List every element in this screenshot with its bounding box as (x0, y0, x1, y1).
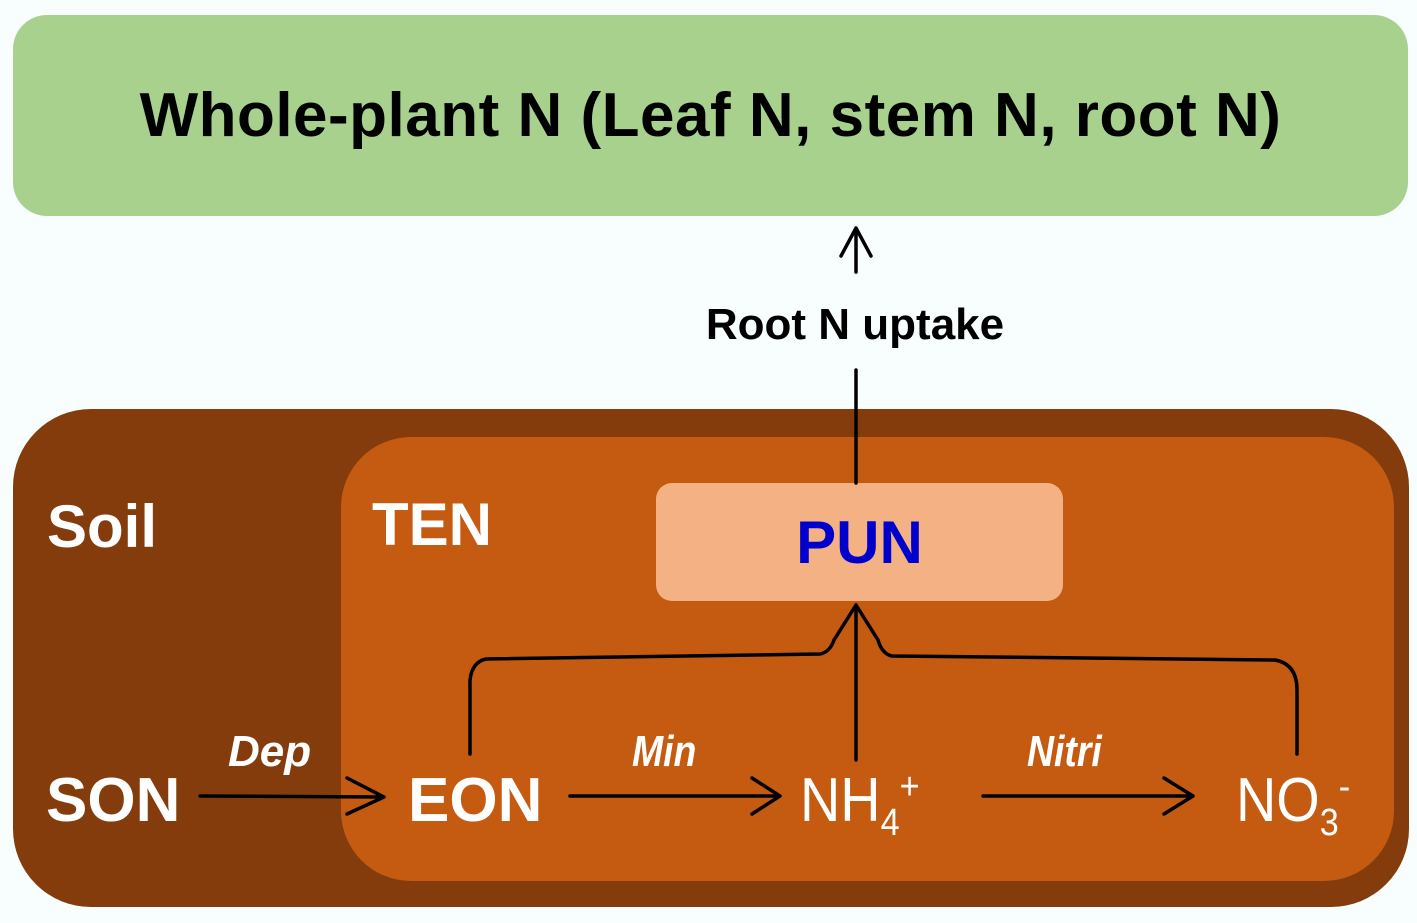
min-arrow-icon (568, 776, 782, 816)
whole-plant-box (13, 15, 1408, 216)
ammonium-base: NH (800, 766, 881, 835)
nitrate-subscript: 3 (1319, 802, 1339, 844)
nitri-process-label: Nitri (1027, 727, 1102, 776)
ammonium-label: NH4+ (800, 768, 920, 842)
uptake-arrow-icon (839, 226, 873, 274)
whole-plant-title: Whole-plant N (Leaf N, stem N, root N) (139, 81, 1282, 150)
dep-process-label: Dep (228, 727, 312, 776)
nitri-arrow-icon (981, 776, 1195, 816)
nitrate-charge: - (1338, 766, 1351, 808)
pun-box: PUN (656, 483, 1063, 601)
ammonium-charge: + (899, 766, 920, 808)
nitrate-label: NO3- (1236, 768, 1350, 842)
ammonium-subscript: 4 (880, 802, 900, 844)
soil-label: Soil (47, 493, 158, 560)
nitrate-base: NO (1236, 766, 1320, 835)
dep-arrow-icon (198, 776, 386, 816)
pun-label: PUN (796, 508, 923, 576)
eon-label: EON (408, 766, 543, 835)
ten-label: TEN (372, 491, 492, 558)
pun-bracket (468, 603, 1299, 756)
min-process-label: Min (632, 727, 697, 776)
son-label: SON (46, 766, 181, 835)
root-n-uptake-label: Root N uptake (705, 300, 1005, 349)
